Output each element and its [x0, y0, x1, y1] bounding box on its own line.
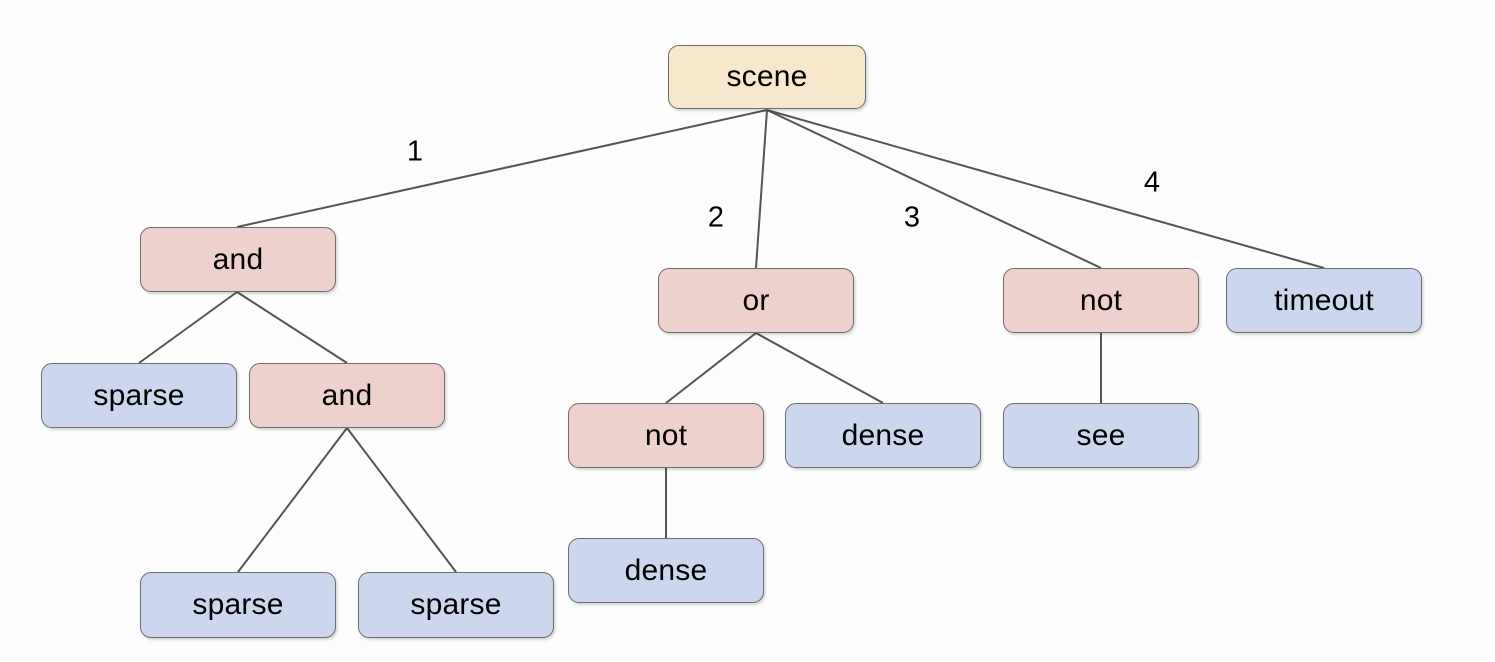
tree-node-see1[interactable]: see [1003, 403, 1199, 468]
tree-node-dense2[interactable]: dense [568, 538, 764, 603]
tree-node-label: dense [841, 418, 925, 452]
tree-edge-scene-to-and1 [236, 109, 768, 228]
tree-edge-and2-to-sparse3 [346, 427, 457, 573]
tree-node-label: not [644, 418, 688, 452]
tree-node-and1[interactable]: and [140, 227, 336, 292]
tree-node-label: or [742, 283, 770, 317]
tree-node-label: dense [624, 553, 708, 587]
tree-node-label: not [1079, 283, 1123, 317]
tree-node-sparse3[interactable]: sparse [358, 572, 554, 638]
tree-node-label: and [212, 242, 264, 276]
tree-edge-scene-to-not2 [766, 109, 1102, 269]
tree-edge-and1-to-sparse1 [138, 291, 238, 364]
tree-node-or1[interactable]: or [658, 268, 854, 333]
tree-edge-scene-to-timeout1 [766, 109, 1325, 269]
tree-edge-or1-to-dense1 [755, 332, 884, 404]
tree-edge-or1-to-not1 [665, 332, 757, 404]
tree-node-timeout1[interactable]: timeout [1226, 268, 1422, 333]
tree-node-and2[interactable]: and [249, 363, 445, 428]
edge-label-4: 4 [1143, 166, 1161, 199]
edge-label-1: 1 [406, 135, 424, 168]
tree-node-label: scene [726, 60, 808, 93]
tree-edge-scene-to-or1 [755, 109, 768, 269]
tree-node-dense1[interactable]: dense [785, 403, 981, 468]
tree-node-label: sparse [192, 588, 284, 621]
tree-node-label: sparse [93, 378, 185, 412]
tree-edge-and2-to-sparse2 [237, 427, 348, 573]
tree-node-not1[interactable]: not [568, 403, 764, 468]
tree-node-label: and [321, 378, 373, 412]
tree-node-sparse2[interactable]: sparse [140, 572, 336, 638]
tree-edge-and1-to-and2 [236, 291, 348, 364]
edge-label-3: 3 [903, 201, 921, 234]
tree-node-label: sparse [410, 588, 502, 621]
tree-node-label: timeout [1274, 283, 1374, 317]
tree-node-not2[interactable]: not [1003, 268, 1199, 333]
edge-label-2: 2 [707, 201, 725, 234]
tree-node-sparse1[interactable]: sparse [41, 363, 237, 428]
tree-node-scene[interactable]: scene [668, 45, 866, 109]
tree-node-label: see [1076, 418, 1126, 452]
